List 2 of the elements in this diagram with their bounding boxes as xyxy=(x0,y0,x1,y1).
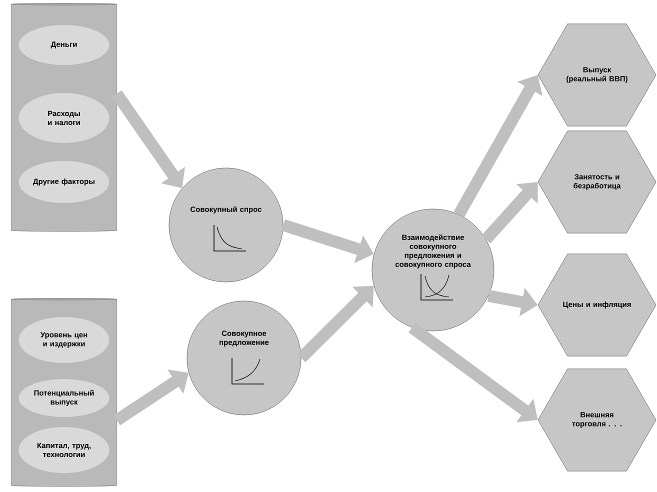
block-arrow xyxy=(482,182,538,244)
block-arrow xyxy=(296,286,374,362)
